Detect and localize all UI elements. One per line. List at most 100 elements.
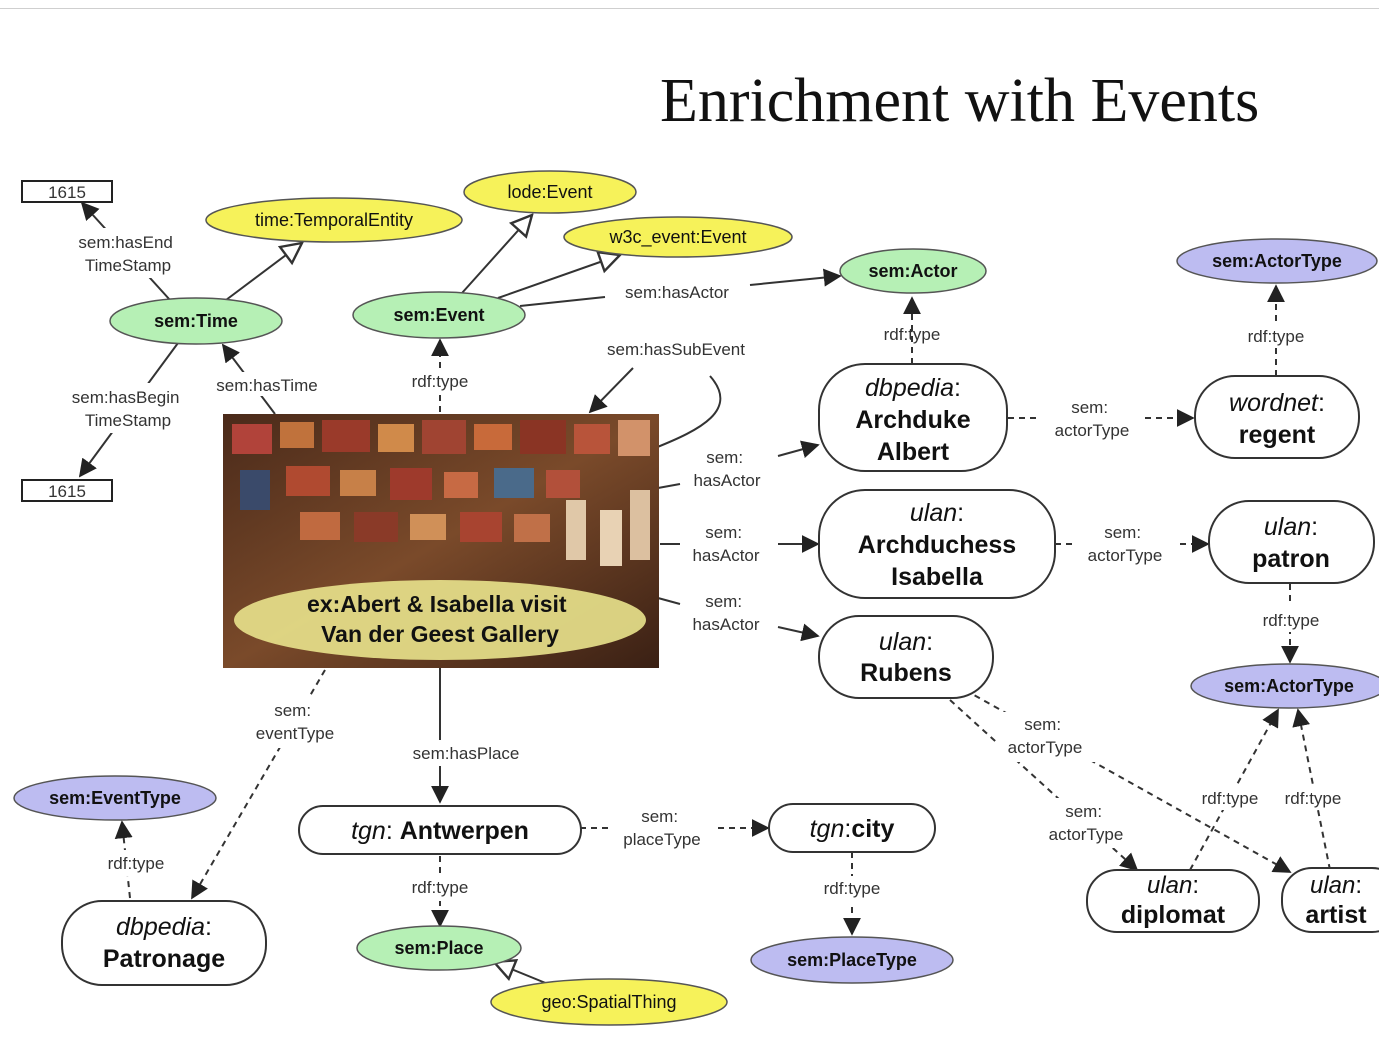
city-colon: : bbox=[844, 815, 851, 843]
event-label-line1: ex:Abert & Isabella visit bbox=[307, 591, 567, 617]
event-label-line2: Van der Geest Gallery bbox=[321, 621, 559, 647]
diplomat-prefix: ulan bbox=[1147, 872, 1192, 899]
antwerpen-line1: Antwerpen bbox=[400, 817, 529, 845]
label-albert-rdf-type: rdf:type bbox=[884, 325, 941, 344]
albert-line2: Albert bbox=[877, 438, 950, 466]
svg-text:sem: actorType: sem: actorType bbox=[1088, 523, 1163, 565]
timestamp-begin-value: 1615 bbox=[48, 482, 86, 501]
label-has-time: sem:hasTime bbox=[216, 376, 317, 395]
label-city-rdf-type: rdf:type bbox=[824, 879, 881, 898]
city-prefix: tgn bbox=[810, 815, 845, 843]
timestamp-begin-box: 1615 bbox=[21, 479, 113, 502]
edge-has-actor-3-b bbox=[777, 623, 820, 642]
label-patron-rdf-type: rdf:type bbox=[1263, 611, 1320, 630]
class-temporal-entity: time:TemporalEntity bbox=[205, 197, 463, 243]
node-patronage: dbpedia: Patronage bbox=[61, 900, 267, 986]
city-line1: city bbox=[851, 815, 894, 843]
class-sem-time: sem:Time bbox=[109, 297, 283, 345]
patron-prefix: ulan bbox=[1264, 513, 1311, 541]
patron-line1: patron bbox=[1252, 545, 1330, 573]
temporal-entity-label: time:TemporalEntity bbox=[255, 210, 413, 230]
label-has-actor-2-a: sem: bbox=[705, 523, 742, 542]
class-sem-place-type: sem:PlaceType bbox=[750, 936, 954, 984]
class-w3c-event: w3c_event:Event bbox=[563, 216, 793, 258]
svg-text:sem: hasActor: sem: hasActor bbox=[692, 592, 759, 634]
edge-has-actor-1-a bbox=[657, 483, 681, 489]
rubens-prefix: ulan bbox=[879, 628, 926, 656]
patron-colon: : bbox=[1311, 513, 1318, 541]
edge-place-spatial-thing bbox=[494, 962, 549, 985]
edge-has-sub-event-loop bbox=[654, 375, 722, 449]
label-rubens-actor-type-1-b: actorType bbox=[1008, 738, 1083, 757]
label-rubens-actor-type-2-b: actorType bbox=[1049, 825, 1124, 844]
svg-text:dbpedia:: dbpedia: bbox=[116, 913, 212, 941]
edge-has-actor-1-b bbox=[777, 440, 820, 458]
label-place-type-b: placeType bbox=[623, 830, 701, 849]
node-rubens: ulan: Rubens bbox=[818, 615, 994, 699]
top-divider bbox=[0, 8, 1379, 9]
geo-spatial-thing-label: geo:SpatialThing bbox=[541, 992, 676, 1012]
rubens-line1: Rubens bbox=[860, 659, 952, 687]
svg-text:ulan:: ulan: bbox=[1264, 513, 1318, 541]
patronage-colon: : bbox=[205, 913, 212, 941]
sem-time-label: sem:Time bbox=[154, 311, 238, 331]
label-isabella-actor-type-2: actorType bbox=[1088, 546, 1163, 565]
label-diplomat-rdf-type: rdf:type bbox=[1202, 789, 1259, 808]
label-has-sub-event: sem:hasSubEvent bbox=[607, 340, 745, 359]
label-event-type-a: sem: bbox=[274, 701, 311, 720]
diplomat-colon: : bbox=[1192, 872, 1199, 899]
class-sem-place: sem:Place bbox=[356, 925, 522, 971]
artist-prefix: ulan bbox=[1310, 872, 1355, 899]
svg-text:ulan:: ulan: bbox=[879, 628, 933, 656]
label-regent-rdf-type: rdf:type bbox=[1248, 327, 1305, 346]
label-patronage-rdf-type: rdf:type bbox=[108, 854, 165, 873]
lode-event-label: lode:Event bbox=[507, 182, 592, 202]
label-has-begin-2: TimeStamp bbox=[85, 411, 171, 430]
rubens-colon: : bbox=[926, 628, 933, 656]
timestamp-end-box: 1615 bbox=[21, 180, 113, 203]
label-has-actor-3-b: hasActor bbox=[692, 615, 759, 634]
artist-line1: artist bbox=[1305, 901, 1367, 929]
label-rubens-actor-type-2-a: sem: bbox=[1065, 802, 1102, 821]
sem-actor-label: sem:Actor bbox=[868, 261, 957, 281]
label-has-actor-2-b: hasActor bbox=[692, 546, 759, 565]
class-lode-event: lode:Event bbox=[463, 170, 637, 214]
albert-colon: : bbox=[954, 374, 961, 402]
label-has-actor-3-a: sem: bbox=[705, 592, 742, 611]
label-event-rdf-type: rdf:type bbox=[412, 372, 469, 391]
class-sem-actor-type-top: sem:ActorType bbox=[1176, 238, 1378, 284]
label-rubens-actor-type-1-a: sem: bbox=[1024, 715, 1061, 734]
label-isabella-actor-type-1: sem: bbox=[1104, 523, 1141, 542]
svg-text:sem: eventType: sem: eventType bbox=[256, 701, 334, 743]
label-has-begin-1: sem:hasBegin bbox=[72, 388, 180, 407]
label-has-place: sem:hasPlace bbox=[413, 744, 520, 763]
class-sem-actor: sem:Actor bbox=[839, 248, 987, 294]
painting-frames bbox=[232, 420, 650, 566]
label-artist-rdf-type: rdf:type bbox=[1285, 789, 1342, 808]
diplomat-line1: diplomat bbox=[1121, 901, 1226, 929]
timestamp-end-value: 1615 bbox=[48, 183, 86, 202]
edge-has-sub-event bbox=[588, 367, 634, 414]
node-antwerpen: tgn: Antwerpen bbox=[298, 805, 582, 855]
sem-event-type-label: sem:EventType bbox=[49, 788, 181, 808]
label-has-end-1: sem:hasEnd bbox=[78, 233, 173, 252]
edge-event-actor-2 bbox=[749, 268, 842, 287]
svg-text:sem: hasActor: sem: hasActor bbox=[692, 523, 759, 565]
sem-actor-type-bottom-label: sem:ActorType bbox=[1224, 676, 1354, 696]
edge-time-subclass bbox=[225, 243, 302, 301]
isabella-prefix: ulan bbox=[910, 499, 957, 527]
antwerpen-prefix: tgn bbox=[351, 817, 386, 845]
svg-text:ulan:: ulan: bbox=[1147, 872, 1199, 899]
label-has-actor-1-b: hasActor bbox=[693, 471, 760, 490]
edge-event-lode bbox=[461, 215, 532, 294]
class-sem-event: sem:Event bbox=[352, 291, 526, 339]
node-diplomat: ulan: diplomat bbox=[1086, 869, 1260, 933]
svg-text:dbpedia:: dbpedia: bbox=[865, 374, 961, 402]
svg-text:tgn:city: tgn:city bbox=[810, 815, 895, 843]
patronage-prefix: dbpedia bbox=[116, 913, 205, 941]
class-sem-actor-type-bottom: sem:ActorType bbox=[1190, 663, 1379, 709]
albert-prefix: dbpedia bbox=[865, 374, 954, 402]
albert-line1: Archduke bbox=[855, 406, 970, 434]
artist-colon: : bbox=[1355, 872, 1362, 899]
